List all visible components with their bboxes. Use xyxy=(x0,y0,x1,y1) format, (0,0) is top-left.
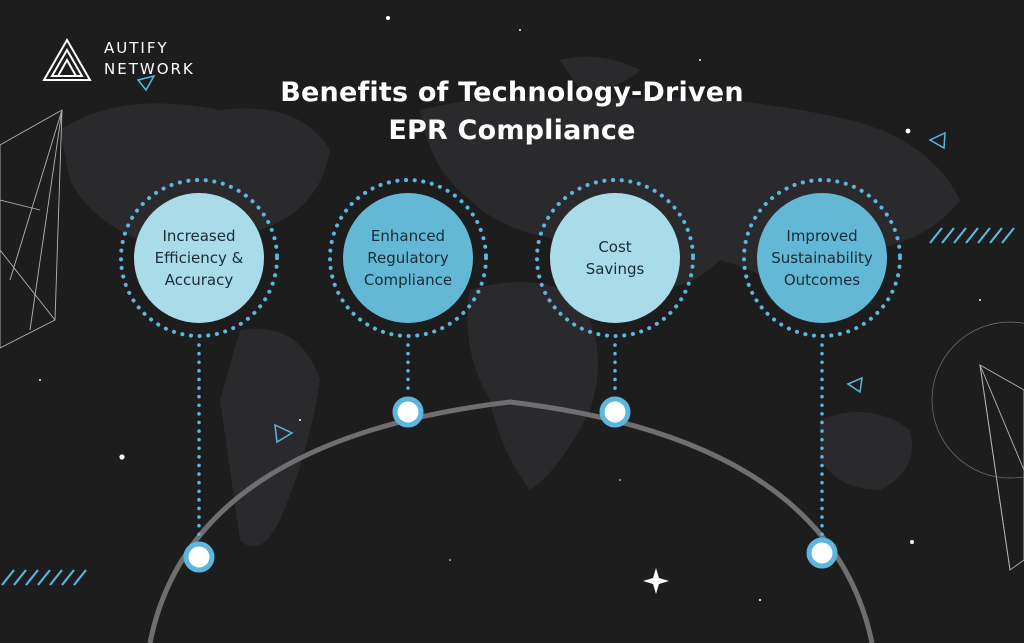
logo-line-2: NETWORK xyxy=(104,60,195,78)
benefit-label-efficiency: Increased Efficiency & Accuracy xyxy=(154,227,244,289)
timeline-arc xyxy=(147,399,875,643)
timeline-node-4 xyxy=(806,537,838,569)
timeline-node-3 xyxy=(599,396,631,428)
stars xyxy=(39,16,981,601)
benefit-label-sustainability: Improved Sustainability Outcomes xyxy=(771,227,873,289)
crystal-right xyxy=(931,321,1024,571)
sparkle-icon xyxy=(643,568,669,594)
title-line-1: Benefits of Technology-Driven xyxy=(280,77,744,108)
triangle-icons xyxy=(136,74,946,444)
dotted-ring-2 xyxy=(328,178,488,338)
dotted-ring-1 xyxy=(119,178,279,338)
stripe-decoration-left xyxy=(1,569,87,586)
benefit-circle-sustainability: Improved Sustainability Outcomes xyxy=(757,193,887,323)
logo-mark-icon xyxy=(42,37,92,81)
benefit-label-regulatory: Enhanced Regulatory Compliance xyxy=(363,227,453,289)
benefit-circle-cost-savings: Cost Savings xyxy=(550,193,680,323)
timeline-node-1 xyxy=(183,541,215,573)
benefit-label-cost-savings: Cost Savings xyxy=(585,238,645,278)
timeline-node-2 xyxy=(392,396,424,428)
dotted-ring-3 xyxy=(535,178,695,338)
logo-text: AUTIFY NETWORK xyxy=(104,38,195,80)
brand-logo: AUTIFY NETWORK xyxy=(42,37,222,82)
benefit-circle-efficiency: Increased Efficiency & Accuracy xyxy=(134,193,264,323)
benefit-circle-regulatory: Enhanced Regulatory Compliance xyxy=(343,193,473,323)
dotted-ring-4 xyxy=(742,178,902,338)
crystal-left xyxy=(0,109,63,349)
logo-line-1: AUTIFY xyxy=(104,39,169,57)
page-title: Benefits of Technology-Driven EPR Compli… xyxy=(212,74,812,150)
title-line-2: EPR Compliance xyxy=(388,115,636,146)
stripe-decoration-right xyxy=(929,227,1015,244)
